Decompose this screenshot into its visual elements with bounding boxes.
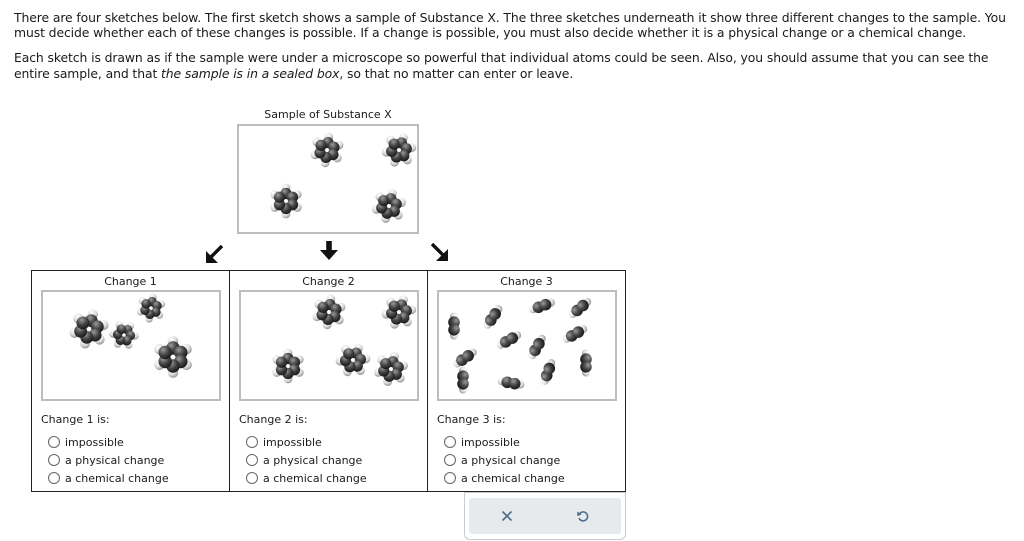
change-1-title: Change 1 xyxy=(104,275,157,288)
change-2-option-chemical[interactable]: a chemical change xyxy=(246,469,367,487)
change-1-option-impossible[interactable]: impossible xyxy=(48,433,169,451)
benzene-molecule xyxy=(272,348,304,384)
benzene-molecule xyxy=(378,290,420,334)
sample-title: Sample of Substance X xyxy=(264,108,392,121)
change-3-options: impossible a physical change a chemical … xyxy=(444,433,565,487)
acetylene-molecule xyxy=(565,294,595,322)
benzene-molecule xyxy=(66,305,112,353)
undo-button[interactable] xyxy=(545,498,621,534)
benzene-molecule xyxy=(369,185,409,227)
radio-button[interactable] xyxy=(246,454,258,466)
instructions: There are four sketches below. The first… xyxy=(14,10,1014,81)
instructions-paragraph-1: There are four sketches below. The first… xyxy=(14,10,1006,41)
acetylene-molecule xyxy=(448,312,460,340)
radio-button[interactable] xyxy=(444,436,456,448)
change-1-box xyxy=(41,290,221,401)
radio-button[interactable] xyxy=(246,472,258,484)
acetylene-molecule xyxy=(580,349,592,377)
undo-icon xyxy=(577,511,589,522)
acetylene-molecule xyxy=(496,374,526,392)
sample-sketch: Sample of Substance X xyxy=(237,108,420,234)
change-2-molecules xyxy=(272,290,420,390)
sample-molecules xyxy=(270,128,420,227)
radio-button[interactable] xyxy=(48,472,60,484)
radio-button[interactable] xyxy=(246,436,258,448)
acetylene-molecule xyxy=(560,322,590,346)
benzene-molecule xyxy=(311,292,347,332)
change-1-options: impossible a physical change a chemical … xyxy=(48,433,169,487)
changes-grid: Change 1 Change 1 is: impossible a physi… xyxy=(31,270,626,492)
acetylene-molecule xyxy=(527,295,557,317)
acetylene-molecule xyxy=(494,328,524,352)
arrow-down-left-icon xyxy=(206,244,224,263)
change-1-option-chemical[interactable]: a chemical change xyxy=(48,469,169,487)
change-3-option-physical[interactable]: a physical change xyxy=(444,451,565,469)
change-1-panel: Change 1 Change 1 is: impossible a physi… xyxy=(32,271,230,491)
x-icon xyxy=(501,510,513,522)
benzene-molecule xyxy=(104,315,144,355)
benzene-molecule xyxy=(371,348,411,390)
change-3-title: Change 3 xyxy=(500,275,553,288)
change-1-molecules xyxy=(66,291,192,378)
change-3-option-chemical[interactable]: a chemical change xyxy=(444,469,565,487)
change-2-option-physical[interactable]: a physical change xyxy=(246,451,367,469)
acetylene-molecule xyxy=(480,302,506,332)
arrow-down-right-icon xyxy=(430,242,448,261)
change-2-option-impossible[interactable]: impossible xyxy=(246,433,367,451)
radio-button[interactable] xyxy=(48,454,60,466)
answer-actions xyxy=(464,492,626,540)
change-2-title: Change 2 xyxy=(302,275,355,288)
change-2-box xyxy=(239,290,420,401)
change-1-label: Change 1 is: xyxy=(41,413,110,426)
radio-button[interactable] xyxy=(444,454,456,466)
change-2-label: Change 2 is: xyxy=(239,413,308,426)
sealed-box-emphasis: the sample is in a sealed box xyxy=(161,65,340,81)
change-1-option-physical[interactable]: a physical change xyxy=(48,451,169,469)
sample-box xyxy=(237,124,420,234)
change-3-box xyxy=(437,290,617,401)
benzene-molecule xyxy=(154,336,192,378)
change-2-panel: Change 2 Change 2 is: impossible a physi… xyxy=(230,271,428,491)
acetylene-molecule xyxy=(457,366,469,394)
benzene-molecule xyxy=(135,291,167,325)
arrow-down-icon xyxy=(320,241,338,260)
acetylene-molecule xyxy=(537,357,559,387)
benzene-molecule xyxy=(331,337,375,383)
benzene-molecule xyxy=(270,183,302,219)
radio-button[interactable] xyxy=(48,436,60,448)
change-3-panel: Change 3 Change 3 is: impossible a physi… xyxy=(428,271,625,491)
radio-button[interactable] xyxy=(444,472,456,484)
acetylene-molecule xyxy=(450,345,480,371)
acetylene-molecule xyxy=(525,332,549,362)
change-2-options: impossible a physical change a chemical … xyxy=(246,433,367,487)
benzene-molecule xyxy=(378,128,420,172)
benzene-molecule xyxy=(309,130,345,170)
action-bar xyxy=(469,498,621,534)
instructions-paragraph-2: Each sketch is drawn as if the sample we… xyxy=(14,50,989,81)
change-3-label: Change 3 is: xyxy=(437,413,506,426)
change-3-option-impossible[interactable]: impossible xyxy=(444,433,565,451)
change-3-molecules xyxy=(448,294,595,394)
clear-button[interactable] xyxy=(469,498,545,534)
